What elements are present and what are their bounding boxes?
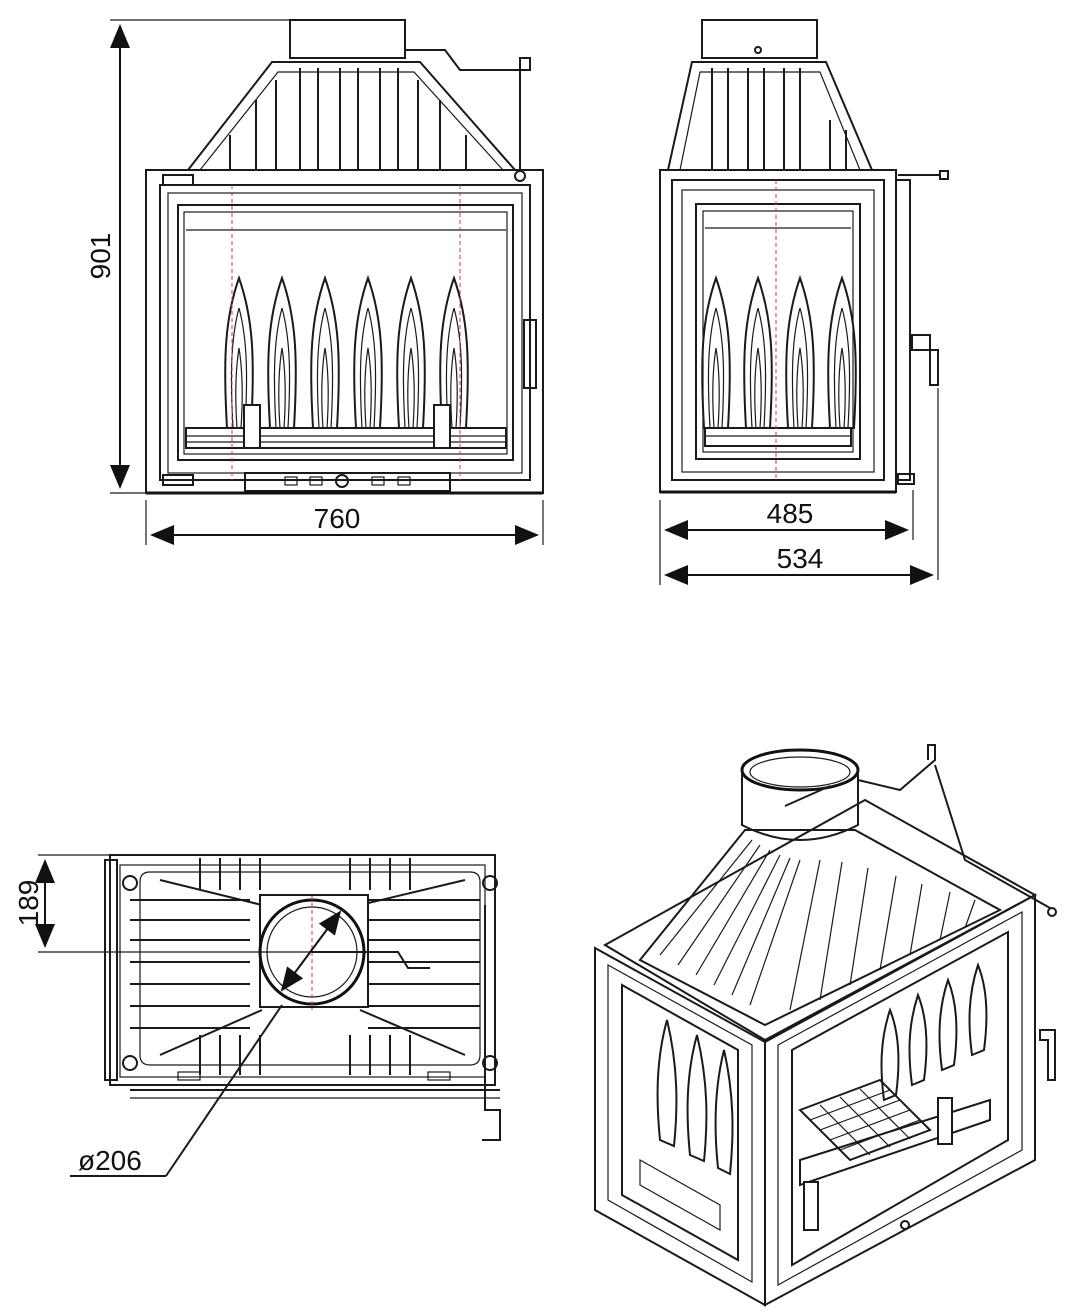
front-handle [523, 319, 537, 389]
iso-flue-top [740, 748, 860, 792]
top-diagonal-ribs [159, 879, 466, 1056]
iso-left-flames [656, 1019, 734, 1176]
flue-diameter-dimension-line [280, 910, 342, 992]
front-glass [177, 204, 514, 461]
front-door-frame [159, 184, 531, 481]
iso-left-face [594, 946, 766, 1307]
top-offset-dimension-label: 189 [13, 880, 44, 927]
iso-right-face [764, 893, 1036, 1307]
front-width-dimension-label: 760 [314, 503, 361, 534]
top-bolts [122, 875, 498, 1071]
top-dimensions: 189 ø206 [13, 854, 342, 1177]
height-dimension-label: 901 [85, 233, 116, 280]
iso-grate [798, 1078, 932, 1162]
side-rail [895, 179, 911, 481]
side-door-frame [671, 179, 885, 481]
side-depth-inner-label: 485 [767, 498, 814, 529]
iso-handle [1039, 1029, 1056, 1081]
top-body [109, 854, 496, 1086]
iso-right-flames [880, 962, 988, 1102]
side-dimensions: 485 534 [659, 490, 934, 585]
front-grate [185, 427, 507, 449]
top-view [104, 854, 501, 1141]
front-damper-rod [405, 49, 531, 170]
iso-damper-rod [857, 744, 936, 792]
front-flue-collar [289, 19, 406, 59]
isometric-view [594, 744, 1057, 1307]
side-flames [701, 277, 857, 429]
flue-diameter-label: ø206 [78, 1145, 142, 1176]
iso-hood-fins [659, 839, 976, 1011]
side-view [659, 19, 949, 580]
side-flue-collar [701, 19, 818, 59]
side-glass [695, 203, 861, 460]
iso-hood [638, 829, 1003, 1027]
side-handle [911, 334, 939, 386]
top-fins [130, 858, 480, 1075]
side-hood-fins [711, 68, 847, 170]
side-depth-outer-label: 534 [777, 543, 824, 574]
front-flames [224, 277, 469, 429]
front-view [145, 19, 544, 495]
front-body [145, 169, 544, 494]
iso-left-glass [621, 983, 739, 1262]
side-grate [704, 427, 852, 447]
front-dimensions: 901 760 [85, 19, 544, 545]
front-hood-fins [229, 68, 467, 170]
iso-right-glass [791, 930, 1009, 1267]
front-air-control [244, 472, 451, 492]
